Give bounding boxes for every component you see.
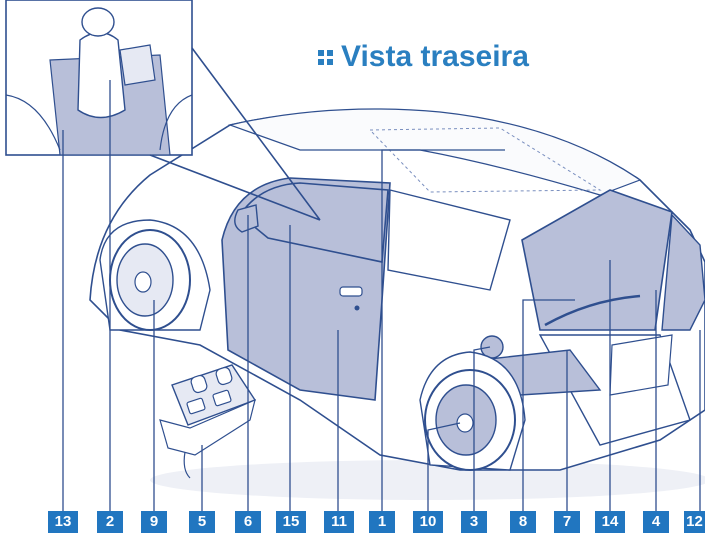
page-title: Vista traseira (318, 40, 529, 74)
callout-5: 5 (189, 511, 215, 533)
title-text: Vista traseira (341, 40, 529, 73)
car-roof (227, 108, 642, 196)
callout-1: 1 (369, 511, 395, 533)
key-fob-remote (159, 364, 257, 479)
callout-4: 4 (643, 511, 669, 533)
rear-wiper (544, 294, 641, 327)
callout-3: 3 (461, 511, 487, 533)
callout-8: 8 (510, 511, 536, 533)
callout-15: 15 (276, 511, 306, 533)
callout-6: 6 (235, 511, 261, 533)
leader-lines (62, 80, 701, 511)
callout-10: 10 (413, 511, 443, 533)
callout-14: 14 (595, 511, 625, 533)
rear-side-window (387, 189, 511, 291)
callout-11: 11 (324, 511, 354, 533)
interior-inset (5, 0, 193, 156)
door-lock (354, 305, 360, 311)
front-wheel-hub (134, 271, 152, 293)
callout-2: 2 (97, 511, 123, 533)
inset-pointer (149, 47, 321, 221)
title-bullet-icon (318, 49, 333, 65)
side-mirror (234, 204, 259, 233)
callout-9: 9 (141, 511, 167, 533)
tail-light (661, 213, 705, 331)
sunroof-outline (368, 127, 602, 193)
rear-window (521, 189, 673, 331)
callout-7: 7 (554, 511, 580, 533)
callout-12: 12 (684, 511, 705, 533)
callout-13: 13 (48, 511, 78, 533)
door-handle (339, 286, 363, 297)
license-plate (609, 334, 673, 396)
